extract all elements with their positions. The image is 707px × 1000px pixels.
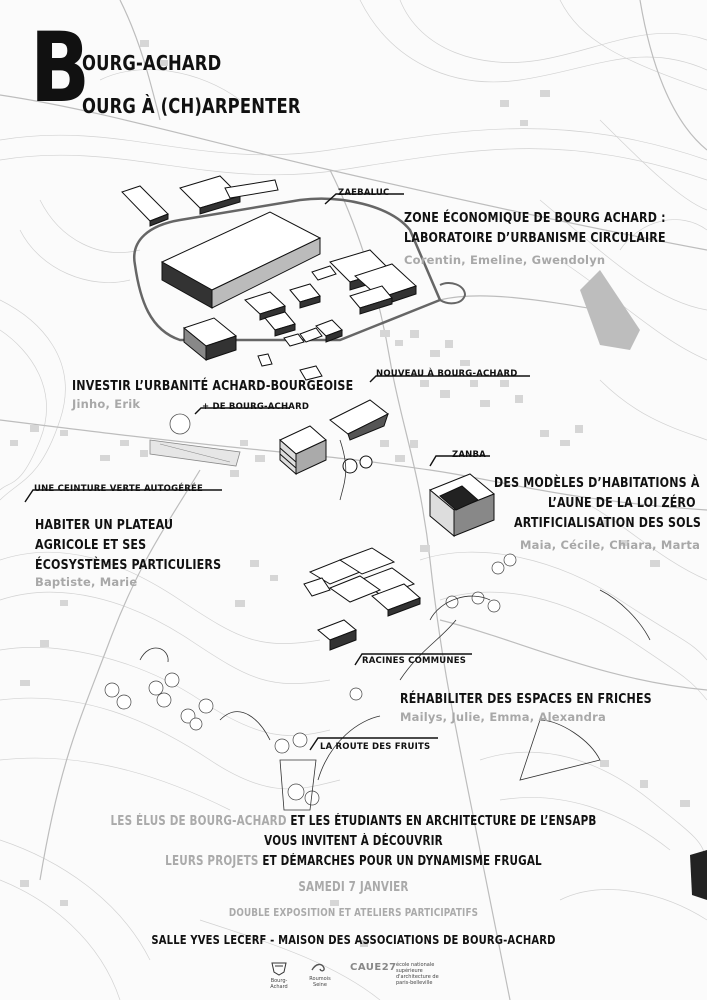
urban-fabric xyxy=(10,40,690,947)
group-tag-plus-de-bourg-achard: + DE BOURG-ACHARD xyxy=(202,402,310,412)
project-students-friches: Mailys, Julie, Emma, Alexandra xyxy=(400,710,606,724)
project-title-zanba-line-3: ARTIFICIALISATION DES SOLS xyxy=(514,515,702,531)
project-title-plateau-line-3: ÉCOSYSTÈMES PARTICULIERS xyxy=(35,557,222,573)
invitation-approach: ET DÉMARCHES POUR UN DYNAMISME FRUGAL xyxy=(262,854,542,869)
logo-caue27: CAUE27 xyxy=(350,962,397,973)
project-title-zae-line-2: LABORATOIRE D’URBANISME CIRCULAIRE xyxy=(404,230,666,246)
centre-axonometry xyxy=(279,399,495,651)
ensapb-icon: école nationale supérieure d'architectur… xyxy=(396,962,439,986)
project-title-friches: RÉHABILITER DES ESPACES EN FRICHES xyxy=(400,691,652,707)
event-description: DOUBLE EXPOSITION ET ATELIERS PARTICIPAT… xyxy=(228,906,479,919)
town-crest-icon xyxy=(271,962,287,976)
event-venue: SALLE YVES LECERF - MAISON DES ASSOCIATI… xyxy=(151,932,556,947)
project-students-zae: Corentin, Emeline, Gwendolyn xyxy=(404,253,606,267)
project-title-urbanite: INVESTIR L’URBANITÉ ACHARD-BOURGEOISE xyxy=(72,378,354,394)
zaebaluc-axonometry xyxy=(121,175,467,381)
title-line-2: OURG À (CH)ARPENTER xyxy=(82,94,301,118)
dark-plot xyxy=(690,850,707,900)
project-title-zanba-line-1: DES MODÈLES D’HABITATIONS À xyxy=(494,475,700,491)
group-tag-ceinture-verte: UNE CEINTURE VERTE AUTOGÉRÉE xyxy=(34,484,204,494)
group-tag-nouveau: NOUVEAU À BOURG-ACHARD xyxy=(376,369,518,379)
title-initial: B xyxy=(30,12,91,124)
invitation-line-1: LES ÉLUS DE BOURG-ACHARD ET LES ÉTUDIANT… xyxy=(71,814,637,829)
invitation-students: ET LES ÉTUDIANTS EN ARCHITECTURE DE L’EN… xyxy=(290,814,597,829)
caue-icon: CAUE27 xyxy=(350,962,397,973)
logo-ensapb: école nationale supérieure d'architectur… xyxy=(396,962,440,986)
invitation-line-2: VOUS INVITENT À DÉCOUVRIR xyxy=(264,834,443,849)
group-tag-markers xyxy=(24,193,530,751)
invitation-hosts: LES ÉLUS DE BOURG-ACHARD xyxy=(110,814,287,829)
group-tag-zanba: ZANBA xyxy=(452,450,486,460)
group-tag-zaebaluc: ZAEBALUC xyxy=(338,188,390,198)
orchards xyxy=(104,553,517,806)
title-line-1: OURG-ACHARD xyxy=(82,51,222,75)
project-students-urbanite: Jinho, Erik xyxy=(72,397,141,411)
industrial-plot xyxy=(580,270,640,350)
project-students-plateau: Baptiste, Marie xyxy=(35,575,138,589)
project-title-zanba-line-2: L’AUNE DE LA LOI ZÉRO xyxy=(548,495,696,511)
group-tag-route-des-fruits: LA ROUTE DES FRUITS xyxy=(320,742,431,752)
invitation-projects: LEURS PROJETS xyxy=(165,854,259,869)
logo-bourg-achard: Bourg-Achard xyxy=(266,960,292,990)
project-title-zae-line-1: ZONE ÉCONOMIQUE DE BOURG ACHARD : xyxy=(404,210,666,226)
green-belt xyxy=(149,413,241,467)
project-students-zanba: Maia, Cécile, Chiara, Marta xyxy=(520,538,701,552)
swirl-icon xyxy=(311,963,325,972)
logo-roumois-seine: Roumois Seine xyxy=(304,962,336,988)
group-tag-racines-communes: RACINES COMMUNES xyxy=(362,656,467,666)
project-title-plateau-line-2: AGRICOLE ET SES xyxy=(35,537,147,553)
project-title-plateau-line-1: HABITER UN PLATEAU xyxy=(35,517,174,533)
event-date: SAMEDI 7 JANVIER xyxy=(298,880,409,895)
invitation-line-3: LEURS PROJETS ET DÉMARCHES POUR UN DYNAM… xyxy=(71,854,637,869)
route-arrows xyxy=(139,439,651,811)
